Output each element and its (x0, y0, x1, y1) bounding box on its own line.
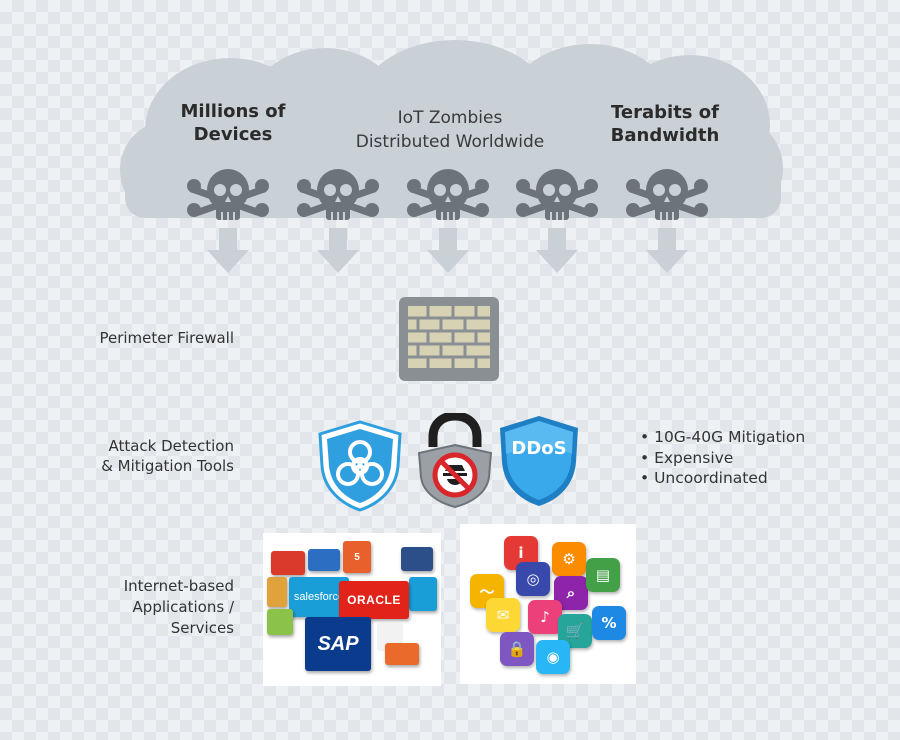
bullet-item: • Uncoordinated (640, 469, 768, 487)
globe-icon: ◎ (516, 562, 550, 596)
music-icon: ♪ (528, 600, 562, 634)
brick-wall-icon (399, 297, 499, 381)
app-tile (401, 547, 433, 571)
down-arrow-icon (427, 228, 469, 273)
app-tile (271, 551, 305, 575)
skull-crossbones-icon (297, 169, 379, 220)
app-tile (409, 577, 437, 611)
app-tile (267, 577, 287, 607)
mail-icon: ✉ (486, 598, 520, 632)
skull-crossbones-icon (516, 169, 598, 220)
cloud-label-bandwidth: Terabits of Bandwidth (610, 102, 720, 146)
enterprise-apps-collage: 5 salesforce ORACLE SAP (263, 533, 441, 686)
camera-icon: ◉ (536, 640, 570, 674)
cloud-label-zombies: IoT Zombies Distributed Worldwide (355, 108, 545, 152)
chart-icon: ▤ (586, 558, 620, 592)
bullet-item: • 10G-40G Mitigation (640, 428, 806, 446)
oracle-logo: ORACLE (339, 581, 409, 619)
sap-logo: SAP (305, 617, 371, 671)
botnet-cloud (120, 40, 783, 218)
down-arrow-icon (317, 228, 359, 273)
mitigation-label: Attack Detection & Mitigation Tools (101, 437, 234, 475)
biohazard-shield-icon (318, 420, 402, 512)
applications-label: Internet-based Applications / Services (123, 577, 234, 637)
skull-crossbones-icon (626, 169, 708, 220)
mobile-apps-collage: i⚙◎〜⌕✉♪▤🔒🛒%◉ (460, 524, 636, 684)
bullet-item: • Expensive (640, 448, 734, 467)
down-arrow-icon (207, 228, 249, 273)
android-icon (267, 609, 293, 635)
percent-icon: % (592, 606, 626, 640)
html5-icon: 5 (343, 541, 371, 573)
app-tile (385, 643, 419, 665)
down-arrow-icon (646, 228, 688, 273)
ddos-shield-text: DDoS (511, 438, 567, 459)
gear-icon: ⚙ (552, 542, 586, 576)
firewall-label: Perimeter Firewall (99, 329, 234, 347)
app-tile (308, 549, 340, 571)
down-arrow-icon (536, 228, 578, 273)
ddos-shield-icon (500, 416, 578, 506)
lock-icon: 🔒 (500, 632, 534, 666)
skull-crossbones-icon (407, 169, 489, 220)
skull-crossbones-icon (187, 169, 269, 220)
cloud-label-devices: Millions of Devices (180, 101, 286, 145)
mitigation-bullets: • 10G-40G Mitigation • Expensive • Uncoo… (640, 427, 805, 489)
no-spy-lock-icon (417, 413, 493, 509)
